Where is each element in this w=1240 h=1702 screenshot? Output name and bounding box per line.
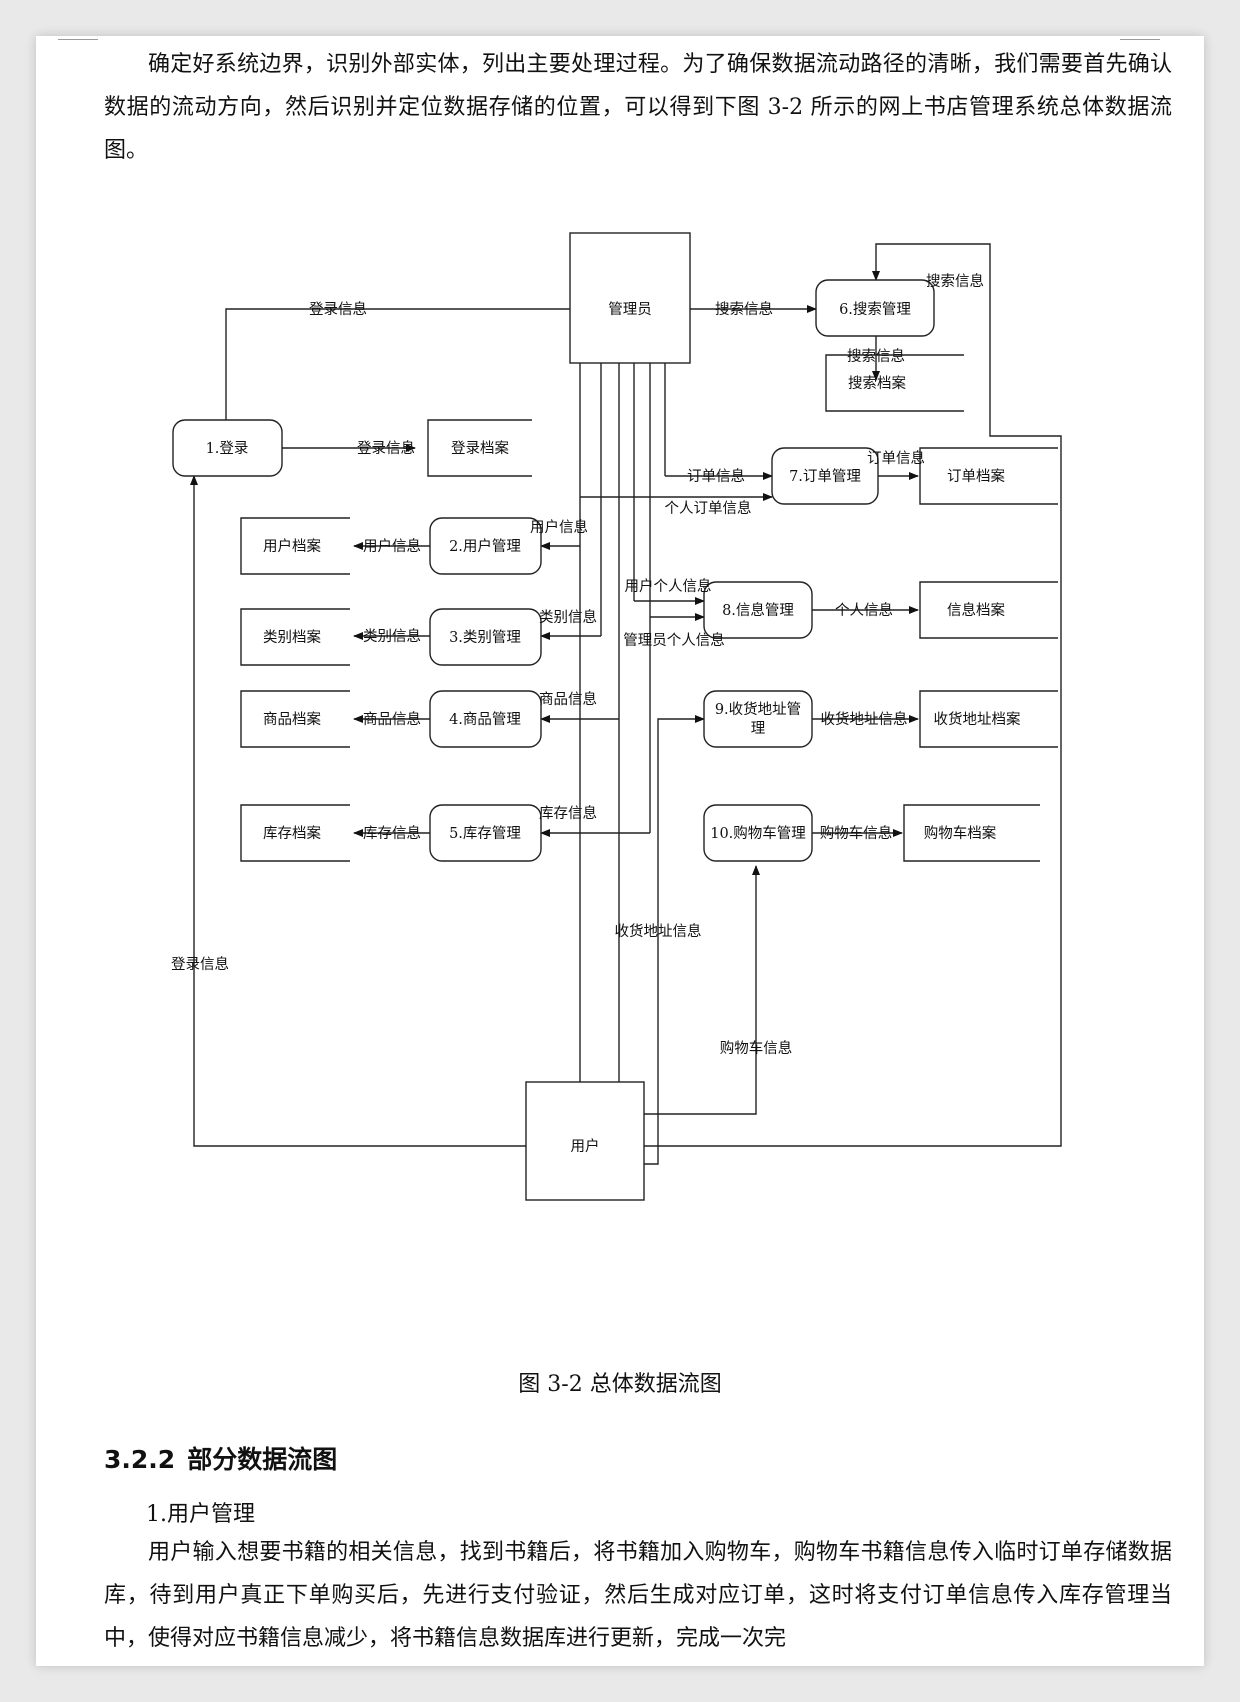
svg-text:类别档案: 类别档案 (263, 628, 321, 646)
flow-admin-to-login (222, 308, 570, 457)
label-address-from-user: 收货地址信息 (615, 923, 702, 940)
entity-user: 用户 (525, 1081, 645, 1201)
flow-lines (190, 243, 1062, 1165)
label-stock-in: 库存信息 (539, 805, 597, 822)
store-stock: 库存档案 (240, 804, 350, 862)
label-category-out: 类别信息 (363, 628, 421, 645)
label-category-in: 类别信息 (539, 609, 597, 626)
svg-text:5.库存管理: 5.库存管理 (449, 825, 521, 842)
process-cart-management: 10.购物车管理 (703, 804, 813, 862)
label-admin-search: 搜索信息 (715, 301, 773, 318)
flow-cart-from-user (590, 865, 760, 1115)
process-order-management: 7.订单管理 (771, 447, 879, 505)
flow-user-login (190, 475, 526, 1147)
label-cart-out: 购物车信息 (820, 825, 893, 842)
label-user-info-out: 用户信息 (363, 538, 421, 555)
process-search-management: 6.搜索管理 (815, 279, 935, 337)
label-order-store: 订单信息 (867, 450, 925, 467)
svg-text:商品档案: 商品档案 (263, 710, 321, 728)
svg-text:4.商品管理: 4.商品管理 (449, 711, 521, 728)
flow-user-to-order-store (590, 516, 1062, 1147)
data-flow-diagram: 管理员 用户 1.登录 2.用户管理 3.类别管理 4.商品管理 5.库存管理 (171, 232, 1062, 1201)
svg-text:登录档案: 登录档案 (451, 439, 509, 457)
section-title: 部分数据流图 (187, 1445, 338, 1474)
svg-text:购物车档案: 购物车档案 (924, 824, 997, 842)
label-stock-out: 库存信息 (363, 825, 421, 842)
svg-text:订单档案: 订单档案 (947, 467, 1005, 485)
svg-text:收货地址档案: 收货地址档案 (934, 710, 1021, 728)
process-login: 1.登录 (172, 419, 283, 477)
label-admin-login: 登录信息 (309, 301, 367, 318)
svg-text:用户档案: 用户档案 (263, 537, 321, 555)
intro-paragraph: 确定好系统边界，识别外部实体，列出主要处理过程。为了确保数据流动路径的清晰，我们… (104, 52, 1172, 163)
section-heading: 3.2.2 部分数据流图 (104, 1440, 349, 1476)
body-paragraph: 用户输入想要书籍的相关信息，找到书籍后，将书籍加入购物车，购物车书籍信息传入临时… (104, 1540, 1172, 1651)
label-search-store: 搜索信息 (847, 348, 905, 365)
svg-text:库存档案: 库存档案 (263, 824, 321, 842)
process-address-management: 9.收货地址管 理 (703, 690, 813, 748)
label-personal-out: 个人信息 (835, 602, 893, 619)
svg-text:搜索档案: 搜索档案 (848, 374, 906, 392)
process-category-management: 3.类别管理 (429, 608, 542, 666)
process-product-management: 4.商品管理 (429, 690, 542, 748)
store-login: 登录档案 (427, 419, 532, 477)
svg-text:9.收货地址管: 9.收货地址管 (715, 701, 801, 718)
subsection-heading: 1.用户管理 (146, 1502, 255, 1527)
svg-text:1.登录: 1.登录 (206, 440, 249, 457)
label-login-store: 登录信息 (357, 440, 415, 457)
svg-text:7.订单管理: 7.订单管理 (789, 468, 861, 485)
page-corner-mark-left (58, 39, 98, 40)
figure-caption: 图 3-2 总体数据流图 (518, 1372, 722, 1397)
label-user-personal: 用户个人信息 (625, 578, 712, 595)
store-cart: 购物车档案 (903, 804, 1040, 862)
svg-text:信息档案: 信息档案 (947, 601, 1005, 619)
store-order: 订单档案 (919, 447, 1058, 505)
section-number: 3.2.2 (104, 1445, 176, 1474)
svg-text:用户: 用户 (571, 1138, 600, 1155)
label-admin-personal: 管理员个人信息 (623, 632, 725, 649)
store-info: 信息档案 (919, 581, 1058, 639)
label-cart-from-user: 购物车信息 (720, 1040, 793, 1057)
store-category: 类别档案 (240, 608, 350, 666)
page-corner-mark-right (1120, 39, 1160, 40)
store-search: 搜索档案 (825, 354, 964, 412)
label-search-loop: 搜索信息 (926, 273, 984, 290)
label-user-info-in: 用户信息 (530, 519, 588, 536)
document-page: 确定好系统边界，识别外部实体，列出主要处理过程。为了确保数据流动路径的清晰，我们… (36, 36, 1204, 1666)
svg-text:2.用户管理: 2.用户管理 (449, 538, 521, 555)
label-address-out: 收货地址信息 (821, 711, 908, 728)
label-personal-order: 个人订单信息 (665, 500, 752, 517)
svg-text:3.类别管理: 3.类别管理 (449, 629, 521, 646)
process-info-management: 8.信息管理 (703, 581, 813, 639)
svg-text:8.信息管理: 8.信息管理 (722, 602, 794, 619)
svg-text:6.搜索管理: 6.搜索管理 (839, 301, 911, 318)
label-order-info: 订单信息 (687, 468, 745, 485)
entity-admin: 管理员 (569, 232, 691, 364)
svg-text:10.购物车管理: 10.购物车管理 (710, 825, 806, 842)
process-stock-management: 5.库存管理 (429, 804, 542, 862)
label-user-login: 登录信息 (171, 956, 229, 973)
process-user-management: 2.用户管理 (429, 517, 542, 575)
svg-text:管理员: 管理员 (608, 301, 652, 318)
store-address: 收货地址档案 (919, 690, 1058, 748)
flow-labels: 登录信息 搜索信息 搜索信息 搜索信息 登录信息 订单信息 个人订单信息 订单信… (171, 273, 984, 1057)
svg-text:理: 理 (751, 721, 766, 737)
label-product-in: 商品信息 (539, 691, 597, 708)
store-product: 商品档案 (240, 690, 350, 748)
store-user: 用户档案 (240, 517, 350, 575)
flow-loop-to-search (872, 243, 1062, 516)
label-product-out: 商品信息 (363, 711, 421, 728)
